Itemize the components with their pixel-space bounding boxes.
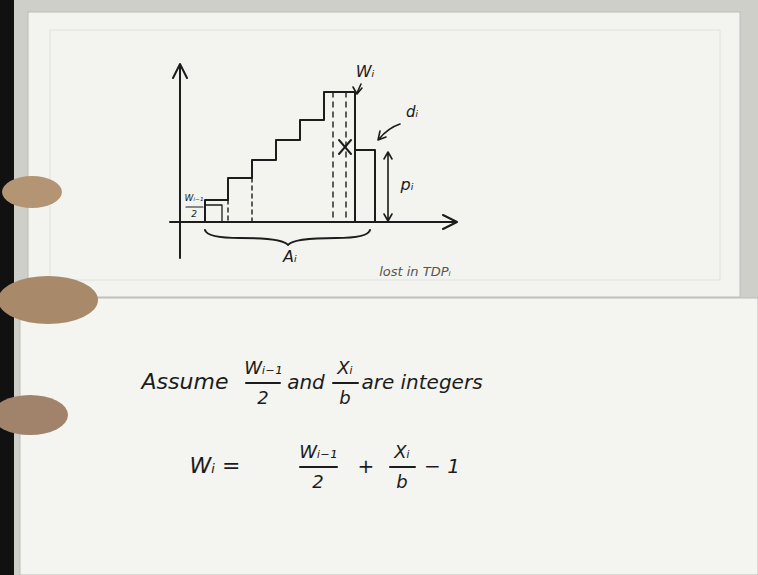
finger — [0, 276, 98, 324]
equation-part: − 1 — [424, 455, 460, 477]
pointer-arrow — [378, 124, 400, 140]
word: and — [287, 371, 325, 393]
finger — [2, 176, 62, 208]
word: are integers — [361, 371, 482, 393]
upper-sheet — [28, 12, 740, 297]
small-box — [205, 205, 222, 222]
label: Aᵢ — [283, 248, 297, 266]
brace — [205, 230, 370, 245]
label: pᵢ — [400, 176, 413, 194]
finger — [0, 395, 68, 435]
fraction-bar — [186, 206, 203, 207]
label: Wᵢ — [356, 63, 375, 81]
fraction-part: b — [339, 388, 350, 408]
window-staircase — [205, 92, 355, 222]
equation-part: Wᵢ = — [189, 454, 240, 478]
cross-mark — [339, 140, 351, 154]
fraction-part: Wᵢ₋₁ — [244, 358, 282, 378]
sheet-margin — [50, 30, 720, 280]
fraction-part: 2 — [312, 472, 323, 492]
label: dᵢ — [406, 104, 418, 121]
equation-part: + — [358, 455, 375, 477]
word: Assume — [142, 370, 229, 394]
fraction-part: 2 — [191, 210, 197, 220]
lower-sheet — [20, 298, 758, 575]
x-axis — [170, 215, 457, 229]
y-axis — [173, 64, 187, 258]
fraction-part: Wᵢ₋₁ — [299, 442, 337, 462]
fraction-part: b — [396, 472, 407, 492]
fraction-bar — [246, 383, 415, 467]
dashed-line — [333, 92, 346, 222]
fraction-part: Xᵢ — [394, 442, 410, 462]
dashed-line — [228, 178, 252, 222]
fraction-part: 2 — [257, 388, 268, 408]
loss-bar — [355, 150, 375, 222]
note: lost in TDPᵢ — [379, 265, 451, 279]
height-arrow — [384, 152, 392, 221]
fraction-part: Xᵢ — [337, 358, 353, 378]
fraction-part: Wᵢ₋₁ — [185, 194, 204, 204]
pointer-arrow — [353, 84, 362, 94]
